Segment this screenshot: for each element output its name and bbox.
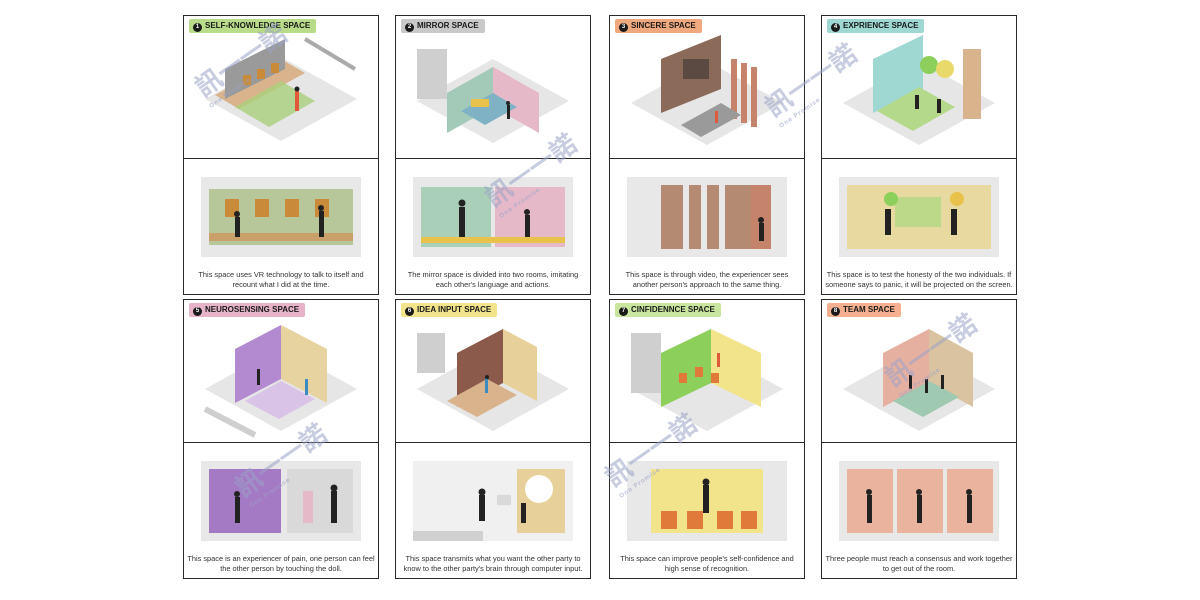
panel-title-tag: 3 SINCERE SPACE — [615, 19, 702, 33]
panel-number: 1 — [193, 23, 202, 32]
panel-caption: The mirror space is divided into two roo… — [407, 270, 579, 289]
panel-title-tag: 5 NEUROSENSING SPACE — [189, 303, 306, 317]
panel-title-tag: 7 CINFIDENNCE SPACE — [615, 303, 721, 317]
isometric-illustration — [417, 329, 569, 431]
isometric-illustration — [631, 329, 783, 431]
elevation-illustration — [839, 177, 999, 257]
elevation-illustration — [413, 177, 573, 257]
panel-number: 6 — [405, 307, 414, 316]
panel-sincere: 3 SINCERE SPACE This space is through vi… — [609, 15, 805, 295]
panel-frame — [395, 299, 591, 579]
elevation-illustration — [839, 461, 999, 541]
panel-self-knowledge: 1 SELF-KNOWLEDGE SPACE This space uses V… — [183, 15, 379, 295]
isometric-illustration — [843, 35, 995, 145]
panel-divider — [183, 158, 379, 159]
panel-caption: This space can improve people's self-con… — [620, 554, 794, 573]
panel-title: EXPRIENCE SPACE — [843, 21, 919, 30]
elevation-illustration — [627, 177, 787, 257]
panel-number: 5 — [193, 307, 202, 316]
panel-divider — [183, 442, 379, 443]
panel-frame — [609, 15, 805, 295]
panel-frame — [395, 15, 591, 295]
panel-frame — [821, 299, 1017, 579]
panel-divider — [395, 158, 591, 159]
panel-number: 7 — [619, 307, 628, 316]
isometric-illustration — [205, 37, 357, 141]
panel-title: SELF-KNOWLEDGE SPACE — [205, 21, 311, 30]
panel-title-tag: 2 MIRROR SPACE — [401, 19, 485, 33]
panel-caption: This space uses VR technology to talk to… — [198, 270, 364, 289]
panel-caption: Three people must reach a consensus and … — [825, 554, 1013, 573]
isometric-illustration — [631, 35, 783, 145]
panel-title-tag: 4 EXPRIENCE SPACE — [827, 19, 925, 33]
panel-caption: This space is to test the honesty of the… — [825, 270, 1013, 289]
panel-title: TEAM SPACE — [843, 305, 895, 314]
panel-number: 8 — [831, 307, 840, 316]
panel-divider — [821, 442, 1017, 443]
panel-frame — [821, 15, 1017, 295]
panel-caption: This space is through video, the experie… — [625, 270, 789, 289]
panel-cinfidennce: 7 CINFIDENNCE SPACE This space can impro… — [609, 299, 805, 579]
panel-divider — [609, 158, 805, 159]
panel-number: 3 — [619, 23, 628, 32]
panel-title: SINCERE SPACE — [631, 21, 696, 30]
panel-exprience: 4 EXPRIENCE SPACE This space is to test … — [821, 15, 1017, 295]
panel-mirror: 2 MIRROR SPACE The mirror space is divid… — [395, 15, 591, 295]
panel-title: MIRROR SPACE — [417, 21, 479, 30]
panel-caption: This space transmits what you want the o… — [403, 554, 583, 573]
panel-title: CINFIDENNCE SPACE — [631, 305, 715, 314]
panel-frame — [183, 299, 379, 579]
panel-title-tag: 1 SELF-KNOWLEDGE SPACE — [189, 19, 317, 33]
panel-number: 4 — [831, 23, 840, 32]
elevation-illustration — [201, 177, 361, 257]
panel-frame — [183, 15, 379, 295]
panel-frame — [609, 299, 805, 579]
panel-title: IDEA INPUT SPACE — [417, 305, 492, 314]
isometric-illustration — [417, 49, 569, 143]
panel-divider — [821, 158, 1017, 159]
isometric-illustration — [843, 329, 995, 431]
elevation-illustration — [201, 461, 361, 541]
panel-divider — [395, 442, 591, 443]
elevation-illustration — [627, 461, 787, 541]
panel-title: NEUROSENSING SPACE — [205, 305, 300, 314]
panel-idea-input: 6 IDEA INPUT SPACE This space transmits … — [395, 299, 591, 579]
panel-number: 2 — [405, 23, 414, 32]
panel-title-tag: 8 TEAM SPACE — [827, 303, 901, 317]
panel-neurosensing: 5 NEUROSENSING SPACE This space is an ex… — [183, 299, 379, 579]
panel-divider — [609, 442, 805, 443]
isometric-illustration — [203, 325, 357, 438]
panel-caption: This space is an experiencer of pain, on… — [187, 554, 375, 573]
panel-title-tag: 6 IDEA INPUT SPACE — [401, 303, 498, 317]
elevation-illustration — [413, 461, 573, 541]
panel-team: 8 TEAM SPACE Three people must reach a c… — [821, 299, 1017, 579]
